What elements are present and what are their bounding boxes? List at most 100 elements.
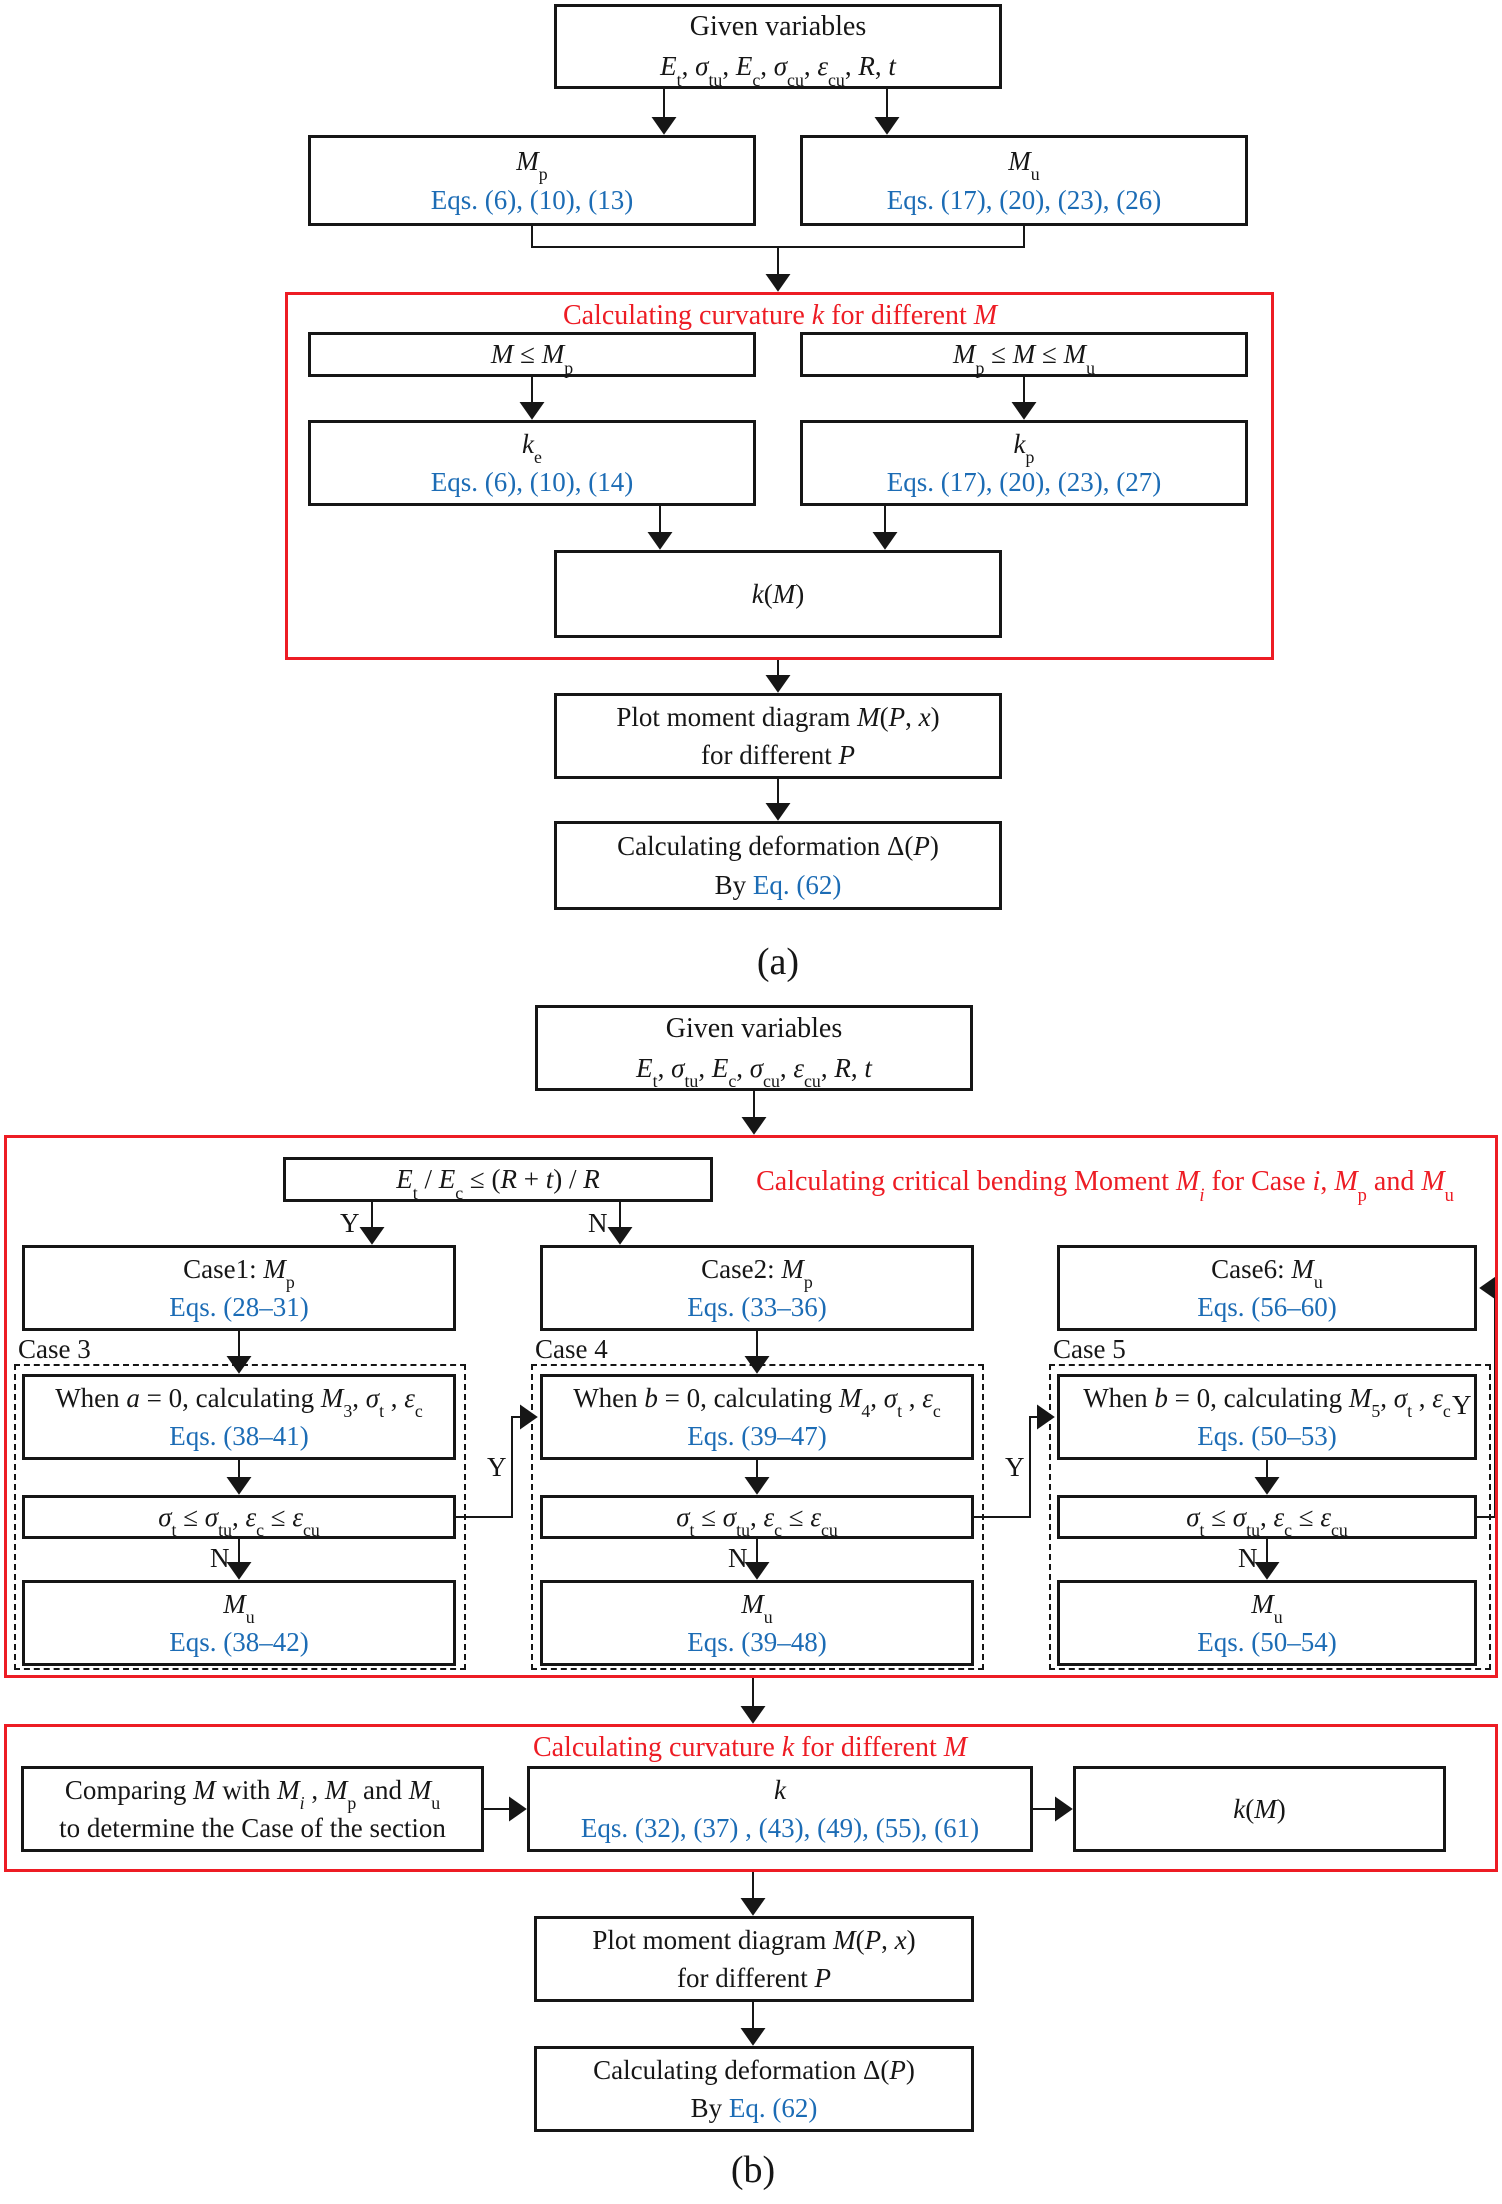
figure-label-b: (b) bbox=[730, 2149, 776, 2191]
red-frame-critical-moment bbox=[4, 1135, 1498, 1678]
case3-mu-box: Mu Eqs. (38–42) bbox=[22, 1580, 456, 1666]
box-line: Given variables bbox=[689, 11, 867, 43]
case3-group-label: Case 3 bbox=[18, 1334, 91, 1364]
box-line: When a = 0, calculating M3, σt , εc bbox=[55, 1382, 423, 1421]
box-line: Mu bbox=[1251, 1588, 1283, 1627]
box-line: Calculating deformation Δ(P) bbox=[593, 2054, 915, 2085]
flow-line bbox=[531, 226, 1025, 248]
branch-label-yes: Y bbox=[1005, 1452, 1025, 1482]
box-line: M ≤ Mp bbox=[490, 339, 574, 378]
figure-label-a: (a) bbox=[756, 941, 800, 983]
case3-stress-cond-box: σt ≤ σtu, εc ≤ εcu bbox=[22, 1495, 456, 1539]
by-text: By bbox=[714, 869, 753, 900]
box-line: Given variables bbox=[665, 1012, 843, 1044]
equation-ref: Eqs. (50–53) bbox=[1197, 1421, 1337, 1451]
equation-ref: Eqs. (38–42) bbox=[169, 1627, 309, 1657]
equation-ref: Eqs. (6), (10), (14) bbox=[430, 467, 634, 497]
equation-ref: Eqs. (17), (20), (23), (27) bbox=[886, 467, 1162, 497]
box-line: Mu bbox=[1008, 146, 1040, 185]
box-line: Plot moment diagram M(P, x) bbox=[592, 1924, 916, 1955]
deformation-box-a: Calculating deformation Δ(P) By Eq. (62) bbox=[554, 821, 1002, 910]
given-variables-box-b: Given variables Et, σtu, Ec, σcu, εcu, R… bbox=[535, 1005, 973, 1091]
cond-m-le-mp-box: M ≤ Mp bbox=[308, 332, 756, 377]
red-frame-curvature-a bbox=[285, 292, 1274, 660]
box-line: Et, σtu, Ec, σcu, εcu, R, t bbox=[636, 1052, 872, 1091]
section-title-curvature-b: Calculating curvature k for different M bbox=[532, 1732, 968, 1763]
mp-box: Mp Eqs. (6), (10), (13) bbox=[308, 135, 756, 226]
mu-box: Mu Eqs. (17), (20), (23), (26) bbox=[800, 135, 1248, 226]
box-line: Plot moment diagram M(P, x) bbox=[616, 701, 940, 732]
box-line: σt ≤ σtu, εc ≤ εcu bbox=[1186, 1501, 1348, 1541]
box-line: When b = 0, calculating M4, σt , εc bbox=[573, 1382, 941, 1421]
equation-ref: Eqs. (39–48) bbox=[687, 1627, 827, 1657]
box-line: Mu bbox=[223, 1588, 255, 1627]
box-line: Et, σtu, Ec, σcu, εcu, R, t bbox=[660, 51, 896, 90]
box-line: By Eq. (62) bbox=[715, 866, 842, 904]
compare-moment-box: Comparing M with Mi , Mp and Mu to deter… bbox=[21, 1766, 484, 1852]
k-box: k Eqs. (32), (37) , (43), (49), (55), (6… bbox=[527, 1766, 1033, 1852]
equation-ref: Eqs. (32), (37) , (43), (49), (55), (61) bbox=[580, 1813, 980, 1843]
equation-ref: Eqs. (50–54) bbox=[1197, 1627, 1337, 1657]
box-line: Calculating deformation Δ(P) bbox=[617, 831, 939, 862]
cond-mp-le-m-le-mu-box: Mp ≤ M ≤ Mu bbox=[800, 332, 1248, 377]
case5-group-label: Case 5 bbox=[1053, 1334, 1126, 1364]
branch-label-yes: Y bbox=[340, 1208, 360, 1238]
box-line: By Eq. (62) bbox=[691, 2089, 818, 2127]
equation-ref: Eqs. (33–36) bbox=[687, 1292, 827, 1322]
equation-ref: Eqs. (38–41) bbox=[169, 1421, 309, 1451]
case5-mu-box: Mu Eqs. (50–54) bbox=[1057, 1580, 1477, 1666]
case3-when-box: When a = 0, calculating M3, σt , εc Eqs.… bbox=[22, 1374, 456, 1460]
box-line: Mp bbox=[516, 146, 548, 185]
case1-box: Case1: Mp Eqs. (28–31) bbox=[22, 1245, 456, 1331]
equation-ref: Eqs. (39–47) bbox=[687, 1421, 827, 1451]
plot-moment-box-b: Plot moment diagram M(P, x) for differen… bbox=[534, 1916, 974, 2002]
ke-box: ke Eqs. (6), (10), (14) bbox=[308, 420, 756, 506]
kp-box: kp Eqs. (17), (20), (23), (27) bbox=[800, 420, 1248, 506]
box-line: for different P bbox=[677, 1963, 831, 1993]
box-line: Case6: Mu bbox=[1211, 1253, 1323, 1292]
by-text: By bbox=[690, 2093, 729, 2123]
branch-label-yes: Y bbox=[1452, 1390, 1472, 1420]
box-line: σt ≤ σtu, εc ≤ εcu bbox=[676, 1501, 838, 1541]
equation-ref: Eq. (62) bbox=[728, 2093, 818, 2123]
box-line: Case1: Mp bbox=[183, 1253, 295, 1292]
box-line: to determine the Case of the section bbox=[59, 1813, 446, 1843]
box-line: σt ≤ σtu, εc ≤ εcu bbox=[158, 1501, 320, 1541]
case4-group-label: Case 4 bbox=[535, 1334, 608, 1364]
box-line: k bbox=[774, 1774, 786, 1805]
case2-box: Case2: Mp Eqs. (33–36) bbox=[540, 1245, 974, 1331]
deformation-box-b: Calculating deformation Δ(P) By Eq. (62) bbox=[534, 2046, 974, 2132]
case4-when-box: When b = 0, calculating M4, σt , εc Eqs.… bbox=[540, 1374, 974, 1460]
flow-elbow-yes bbox=[974, 1404, 1055, 1518]
case5-when-box: When b = 0, calculating M5, σt , εc Eqs.… bbox=[1057, 1374, 1477, 1460]
case5-dashed-container bbox=[1049, 1364, 1491, 1670]
section-title-curvature-a: Calculating curvature k for different M bbox=[562, 300, 998, 331]
equation-ref: Eqs. (6), (10), (13) bbox=[430, 184, 634, 215]
equation-ref: Eqs. (28–31) bbox=[169, 1292, 309, 1322]
flow-arrows-part-a bbox=[519, 89, 1037, 821]
box-line: k(M) bbox=[1233, 1793, 1286, 1824]
box-line: for different P bbox=[701, 740, 855, 770]
equation-ref: Eqs. (17), (20), (23), (26) bbox=[886, 184, 1162, 215]
km-box-b: k(M) bbox=[1073, 1766, 1446, 1852]
branch-label-no: N bbox=[210, 1543, 230, 1573]
box-line: ke bbox=[522, 428, 542, 467]
box-line: Et / Ec ≤ (R + t) / R bbox=[396, 1164, 600, 1203]
equation-ref: Eqs. (56–60) bbox=[1197, 1292, 1337, 1322]
branch-label-no: N bbox=[1238, 1543, 1258, 1573]
box-line: Comparing M with Mi , Mp and Mu bbox=[64, 1774, 441, 1813]
box-line: Mu bbox=[741, 1588, 773, 1627]
km-box-a: k(M) bbox=[554, 550, 1002, 638]
case6-box: Case6: Mu Eqs. (56–60) bbox=[1057, 1245, 1477, 1331]
box-line: k(M) bbox=[751, 578, 805, 609]
branch-label-no: N bbox=[728, 1543, 748, 1573]
plot-moment-box-a: Plot moment diagram M(P, x) for differen… bbox=[554, 693, 1002, 779]
case4-mu-box: Mu Eqs. (39–48) bbox=[540, 1580, 974, 1666]
box-line: Mp ≤ M ≤ Mu bbox=[953, 339, 1095, 378]
case4-stress-cond-box: σt ≤ σtu, εc ≤ εcu bbox=[540, 1495, 974, 1539]
box-line: kp bbox=[1013, 428, 1035, 467]
given-variables-box-a: Given variables Et, σtu, Ec, σcu, εcu, R… bbox=[554, 4, 1002, 89]
red-frame-curvature-b bbox=[4, 1724, 1498, 1872]
flow-elbow-yes bbox=[456, 1404, 538, 1518]
